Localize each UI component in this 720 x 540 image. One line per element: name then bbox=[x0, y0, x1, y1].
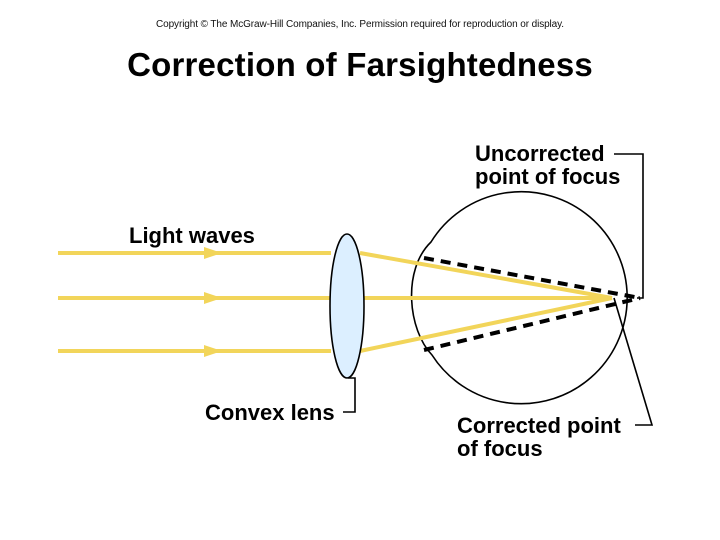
copyright-notice: Copyright © The McGraw-Hill Companies, I… bbox=[156, 19, 564, 30]
ray-arrowheads bbox=[204, 247, 222, 357]
page-title: Correction of Farsightedness bbox=[127, 46, 593, 83]
uncorrected-focus-label-line1: Uncorrected bbox=[475, 141, 605, 166]
dashed-path-bottom bbox=[423, 296, 641, 352]
convex-lens-leader bbox=[343, 377, 356, 413]
incoming-light-rays bbox=[58, 251, 331, 353]
convex-lens-label: Convex lens bbox=[205, 400, 335, 425]
refracted-rays bbox=[359, 251, 613, 353]
light-waves-label: Light waves bbox=[129, 223, 255, 248]
corrected-focus-label-line2: of focus bbox=[457, 436, 543, 461]
convex-lens bbox=[329, 233, 365, 379]
arrow-icon bbox=[204, 292, 222, 304]
corrected-focus-leader bbox=[613, 297, 654, 426]
dashed-path-top bbox=[423, 256, 641, 300]
arrow-icon bbox=[204, 247, 222, 259]
uncorrected-focus-label-line2: point of focus bbox=[475, 164, 621, 189]
corrected-focus-label-line1: Corrected point bbox=[457, 413, 621, 438]
arrow-icon bbox=[204, 345, 222, 357]
refracted-ray-bottom bbox=[359, 296, 613, 353]
uncorrected-dashed-paths bbox=[423, 256, 641, 352]
uncorrected-focus-leader bbox=[614, 153, 644, 299]
refracted-ray-top bbox=[359, 251, 613, 300]
